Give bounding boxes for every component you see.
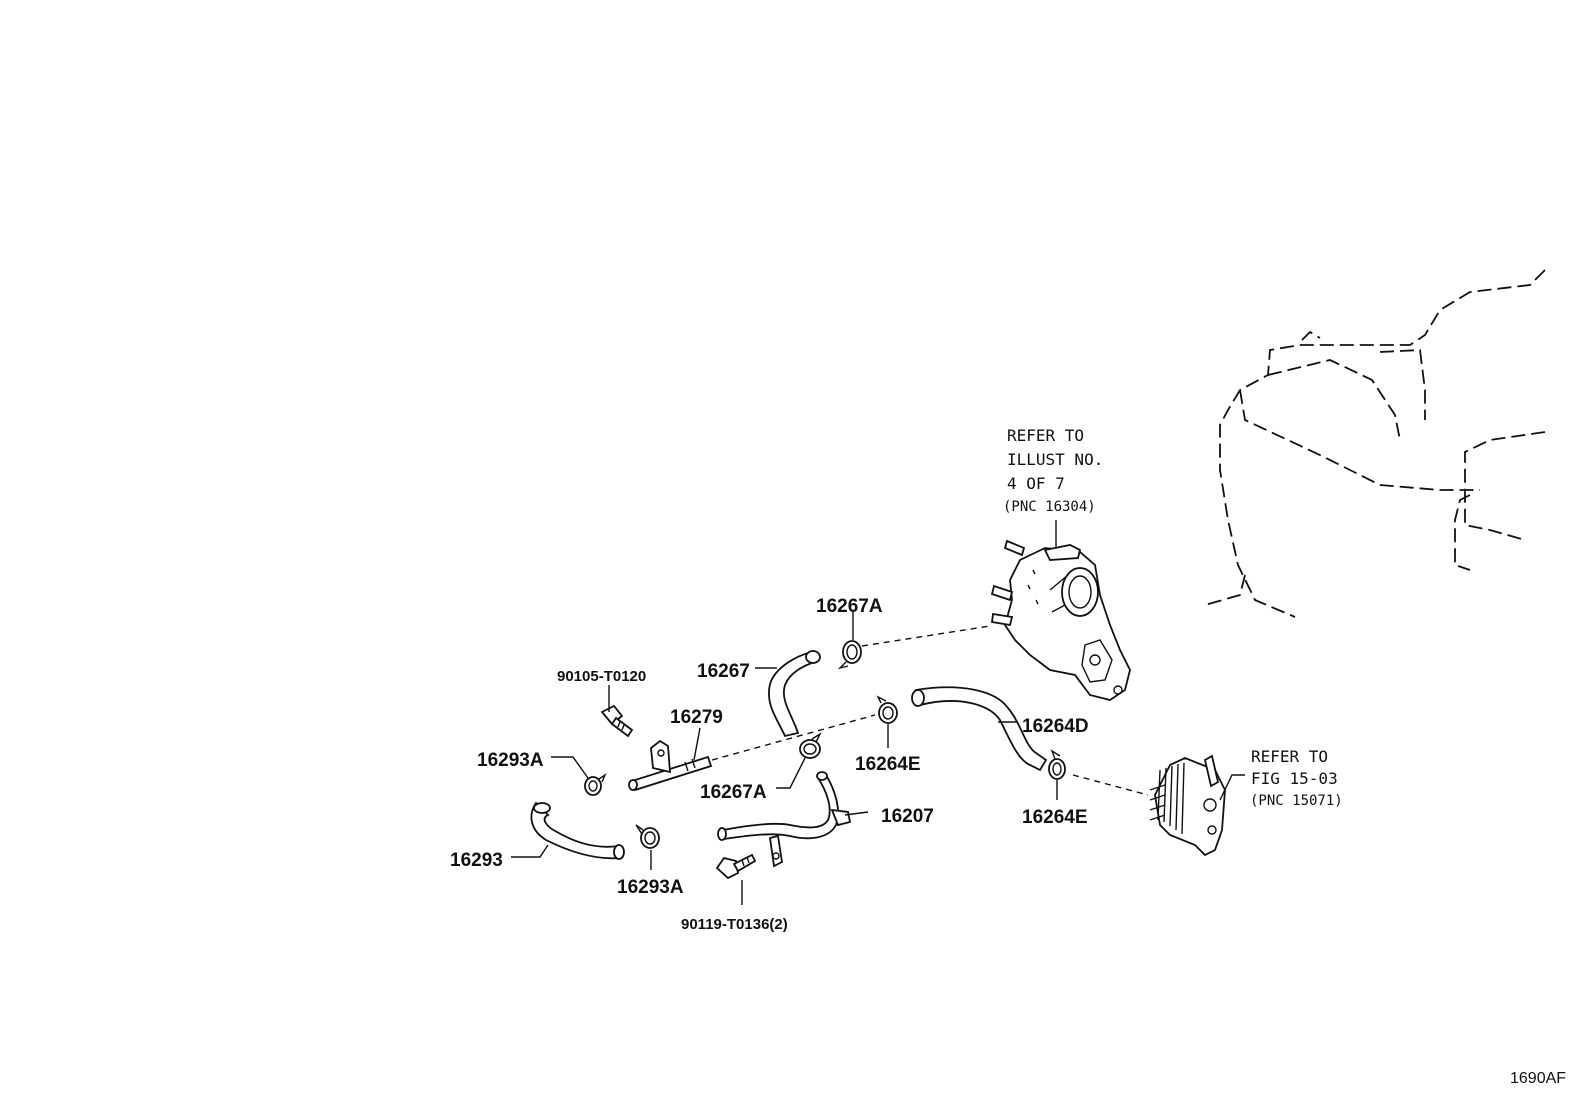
callout-16293A-left: 16293A [477,750,544,771]
callout-16264E-right: 16264E [1022,807,1088,828]
clamp-16293A-bottom [635,824,660,849]
water-outlet-housing [990,539,1131,701]
reference-line: REFER TO [1251,747,1328,766]
connection-lines [711,625,1149,796]
clamp-16267A-bottom [799,732,822,759]
reference-line: 4 OF 7 [1007,474,1065,493]
callout-16264E-left: 16264E [855,754,921,775]
callout-16279: 16279 [670,707,723,728]
leader-lines [511,520,1245,905]
pipe-16279 [628,739,713,792]
callout-16293: 16293 [450,850,503,871]
pipe-16207 [717,771,852,868]
callout-16207: 16207 [881,806,934,827]
hose-16293 [530,801,625,860]
callout-16293A-bottom: 16293A [617,877,684,898]
hose-16264D [911,686,1048,772]
hose-16267 [768,650,821,738]
callout-16264D: 16264D [1022,716,1089,737]
reference-line: (PNC 15071) [1250,793,1343,809]
callout-16267A-top: 16267A [816,596,883,617]
reference-line: ILLUST NO. [1007,450,1103,469]
bolt-90105 [600,704,634,738]
callout-16267A-bottom: 16267A [700,782,767,803]
clamp-16293A-left [584,773,607,796]
callout-90119-T0136: 90119-T0136(2) [681,916,788,933]
reference-line: REFER TO [1007,426,1084,445]
reference-line: FIG 15-03 [1251,769,1338,788]
reference-note-oil-cooler: REFER TO FIG 15-03 (PNC 15071) [1250,747,1343,809]
reference-line: (PNC 16304) [1003,499,1096,515]
figure-code: 1690AF [1510,1070,1566,1087]
oil-cooler [1149,754,1226,857]
clamp-16267A-top [837,640,862,670]
engine-block-outline [1204,269,1546,618]
bolt-90119 [715,853,757,880]
clamp-16264E-left [876,695,898,724]
callout-16267: 16267 [697,661,750,682]
callout-90105-T0120: 90105-T0120 [557,668,646,685]
clamp-16264E-right [1048,749,1066,780]
reference-note-water-outlet: REFER TO ILLUST NO. 4 OF 7 (PNC 16304) [1003,426,1103,515]
